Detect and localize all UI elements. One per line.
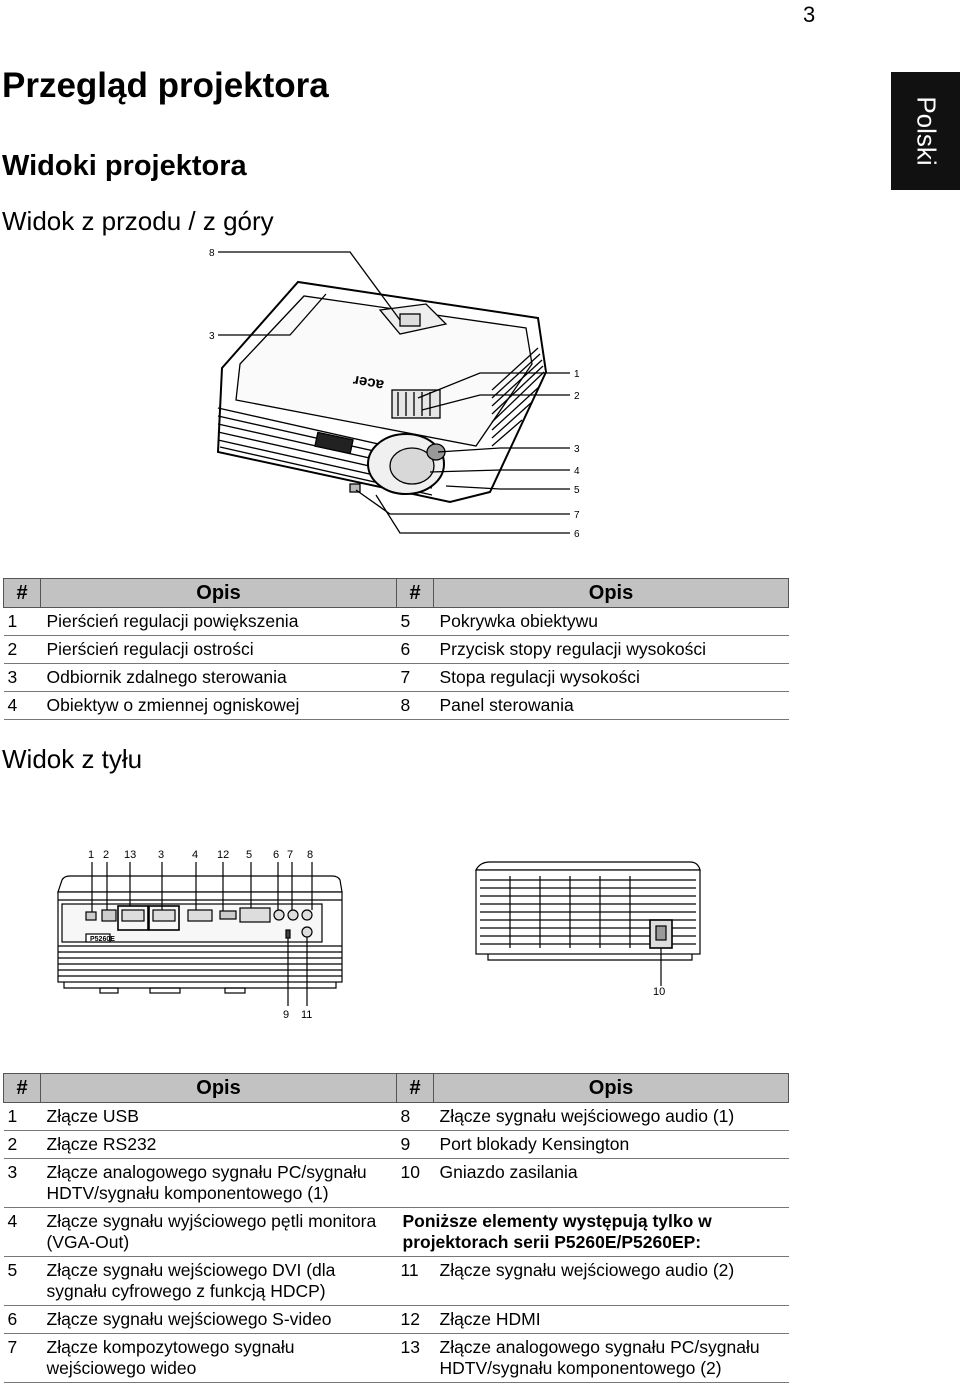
item-description: Złącze sygnału wejściowego DVI (dla sygn…	[40, 1256, 397, 1306]
callout-label: 13	[124, 849, 136, 861]
item-description: Panel sterowania	[433, 691, 789, 720]
table-row: 1 Złącze USB 8 Złącze sygnału wejścioweg…	[3, 1102, 789, 1131]
item-number: 7	[3, 1333, 41, 1383]
table-row: 3 Odbiornik zdalnego sterowania 7 Stopa …	[3, 663, 789, 692]
table-row: 7 Złącze kompozytowego sygnału wejściowe…	[3, 1333, 789, 1383]
item-number: 4	[3, 691, 41, 720]
table-row: 1 Pierścień regulacji powiększenia 5 Pok…	[3, 607, 789, 636]
table-header: #	[396, 578, 434, 608]
item-number: 9	[396, 1130, 434, 1159]
model-badge: P5260E	[90, 936, 115, 943]
table-row: 6 Złącze sygnału wejściowego S-video 12 …	[3, 1305, 789, 1334]
page-title: Przegląd projektora	[2, 66, 329, 105]
callout-label: 8	[307, 849, 313, 861]
callout-label: 6	[574, 529, 580, 540]
callout-label: 7	[287, 849, 293, 861]
rear-parts-table: # Opis # Opis 1 Złącze USB 8 Złącze sygn…	[3, 1073, 789, 1383]
item-number: 12	[396, 1305, 434, 1334]
table-header: Opis	[433, 1073, 789, 1103]
callout-label: 9	[283, 1009, 289, 1021]
item-number: 1	[3, 1102, 41, 1131]
item-description: Obiektyw o zmiennej ogniskowej	[40, 691, 397, 720]
item-description: Złącze RS232	[40, 1130, 397, 1159]
callout-label: 3	[158, 849, 164, 861]
item-description: Odbiornik zdalnego sterowania	[40, 663, 397, 692]
table-header: Opis	[433, 578, 789, 608]
callout-label: 11	[301, 1009, 312, 1021]
front-view-heading: Widok z przodu / z góry	[2, 206, 274, 236]
table-row: 4 Obiektyw o zmiennej ogniskowej 8 Panel…	[3, 691, 789, 720]
item-number: 4	[3, 1207, 41, 1257]
table-header: #	[3, 578, 41, 608]
brand-logo: acer	[352, 372, 386, 394]
item-number: 6	[396, 635, 434, 664]
item-description: Złącze USB	[40, 1102, 397, 1131]
item-description: Złącze sygnału wejściowego audio (2)	[433, 1256, 789, 1306]
model-note: Poniższe elementy występują tylko w proj…	[396, 1207, 789, 1257]
item-number: 2	[3, 635, 41, 664]
callout-label: 2	[574, 391, 580, 402]
item-number: 5	[396, 607, 434, 636]
rear-view-heading: Widok z tyłu	[2, 744, 143, 774]
item-number: 3	[3, 663, 41, 692]
item-number: 1	[3, 607, 41, 636]
page-number: 3	[803, 2, 816, 27]
callout-label: 5	[574, 485, 580, 496]
table-header: Opis	[40, 578, 397, 608]
item-number: 7	[396, 663, 434, 692]
item-number: 5	[3, 1256, 41, 1306]
table-row: 4 Złącze sygnału wyjściowego pętli monit…	[3, 1207, 789, 1257]
item-description: Złącze analogowego sygnału PC/sygnału HD…	[433, 1333, 789, 1383]
item-number: 2	[3, 1130, 41, 1159]
item-description: Przycisk stopy regulacji wysokości	[433, 635, 789, 664]
item-number: 13	[396, 1333, 434, 1383]
callout-label: 3	[574, 444, 580, 455]
item-description: Pokrywka obiektywu	[433, 607, 789, 636]
item-description: Port blokady Kensington	[433, 1130, 789, 1159]
language-tab-label: Polski	[911, 96, 941, 166]
item-number: 3	[3, 1158, 41, 1208]
rear-view-diagram: 1 2 13 3 4 12 5 6 7 8 9 11 10	[57, 849, 701, 1021]
item-description: Pierścień regulacji ostrości	[40, 635, 397, 664]
callout-label: 8	[209, 248, 215, 259]
item-description: Złącze sygnału wejściowego S-video	[40, 1305, 397, 1334]
callout-label: 4	[192, 849, 198, 861]
callout-label: 7	[574, 510, 580, 521]
front-parts-table: # Opis # Opis 1 Pierścień regulacji powi…	[3, 578, 789, 720]
item-number: 6	[3, 1305, 41, 1334]
item-number: 11	[396, 1256, 434, 1306]
item-description: Złącze sygnału wejściowego audio (1)	[433, 1102, 789, 1131]
item-description: Złącze HDMI	[433, 1305, 789, 1334]
callout-label: 2	[103, 849, 109, 861]
callout-label: 1	[574, 369, 580, 380]
item-description: Złącze analogowego sygnału PC/sygnału HD…	[40, 1158, 397, 1208]
table-row: 3 Złącze analogowego sygnału PC/sygnału …	[3, 1158, 789, 1208]
table-row: 5 Złącze sygnału wejściowego DVI (dla sy…	[3, 1256, 789, 1306]
table-row: 2 Złącze RS232 9 Port blokady Kensington	[3, 1130, 789, 1159]
table-header: #	[3, 1073, 41, 1103]
section-title: Widoki projektora	[2, 150, 247, 182]
item-description: Złącze sygnału wyjściowego pętli monitor…	[40, 1207, 397, 1257]
item-description: Gniazdo zasilania	[433, 1158, 789, 1208]
item-description: Złącze kompozytowego sygnału wejściowego…	[40, 1333, 397, 1383]
item-number: 8	[396, 691, 434, 720]
item-description: Pierścień regulacji powiększenia	[40, 607, 397, 636]
table-header: Opis	[40, 1073, 397, 1103]
item-description: Stopa regulacji wysokości	[433, 663, 789, 692]
callout-label: 1	[88, 849, 94, 861]
item-number: 10	[396, 1158, 434, 1208]
item-number: 8	[396, 1102, 434, 1131]
table-row: 2 Pierścień regulacji ostrości 6 Przycis…	[3, 635, 789, 664]
language-tab: Polski	[891, 72, 960, 190]
front-view-diagram: 8 3 1 2 3 4 5 7 6	[209, 248, 580, 540]
callout-label: 10	[653, 986, 665, 998]
callout-label: 4	[574, 466, 580, 477]
callout-label: 12	[217, 849, 229, 861]
table-header: #	[396, 1073, 434, 1103]
callout-label: 6	[273, 849, 279, 861]
callout-label: 5	[246, 849, 252, 861]
callout-label: 3	[209, 331, 215, 342]
